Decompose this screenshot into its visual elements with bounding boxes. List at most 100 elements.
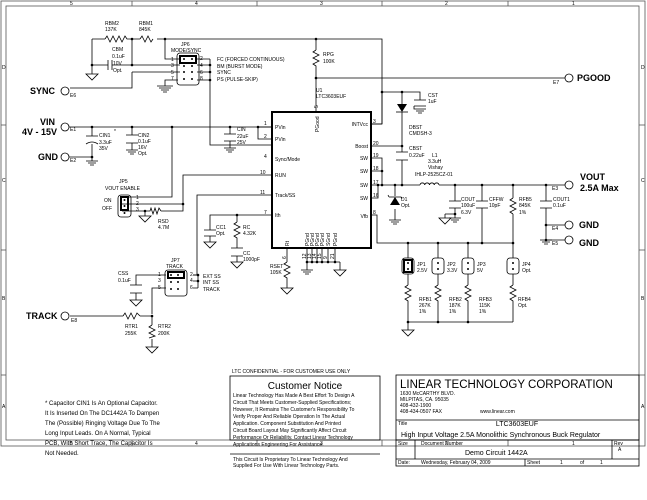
of-label: of <box>580 460 585 466</box>
cout-ref: COUT <box>461 197 475 203</box>
rtr1-resistor <box>122 312 141 320</box>
rtr2-ref: RTR2 <box>158 324 171 330</box>
jp6-ref: JP6 <box>181 42 190 48</box>
rfb3-resistor <box>464 284 472 305</box>
svg-text:Circuit That Meets Customer-Su: Circuit That Meets Customer-Supplied Spe… <box>233 400 351 406</box>
pin-number: 5 <box>158 285 161 291</box>
gnd-out2-pad[interactable] <box>564 235 574 245</box>
pin-name: Rt <box>285 240 291 246</box>
pin-number: 6 <box>282 256 288 259</box>
pin-number: 9 <box>323 256 329 259</box>
pin-name: Sync/Mode <box>275 157 300 163</box>
track-pad-ref: E8 <box>71 318 77 324</box>
address-line: 408-432-1900 <box>400 403 431 409</box>
jp5-header <box>117 194 132 218</box>
column-label: 3 <box>320 441 323 447</box>
jp5-ref: JP5 <box>119 179 128 185</box>
rfb2-value: 187K <box>449 303 461 309</box>
pin-number: 8 <box>373 210 376 216</box>
svg-text:This Circuit Is Proprietary To: This Circuit Is Proprietary To Linear Te… <box>233 457 348 463</box>
u1-right-pins: INTVcc 3 Boost 20 SW 19 SW 18 SW 17 SW 1… <box>352 119 379 220</box>
address-line: MILPITAS, CA. 95035 <box>400 397 449 403</box>
rpg-resistor <box>312 49 320 67</box>
pin-number: 2 <box>200 56 203 62</box>
cin-rating: 25V <box>237 140 247 146</box>
rfb4-resistor <box>509 284 517 305</box>
pin-number: 2 <box>264 134 267 140</box>
jp7-header <box>164 269 188 297</box>
row-label: B <box>641 296 645 302</box>
pgood-pad[interactable] <box>564 73 574 83</box>
row-label: C <box>2 178 6 184</box>
rset-ref: RSET <box>270 264 283 270</box>
cffw-value: 10pF <box>489 203 500 209</box>
ground-icon <box>126 149 138 155</box>
cin1-rating: 35V <box>99 146 109 152</box>
capacitors <box>85 60 552 294</box>
l1-ref: L1 <box>432 153 438 159</box>
rc-value: 4.32K <box>243 231 257 237</box>
gnd-out1-label: GND <box>579 220 600 230</box>
pin-number: 14 <box>312 253 318 259</box>
dbst-value: CMDSH-3 <box>409 131 432 137</box>
ground-icon <box>438 214 452 225</box>
footnote-line: * Capacitor CIN1 Is An Optional Capacito… <box>45 401 158 407</box>
cout-capacitor <box>449 200 461 209</box>
gnd-in-pad[interactable] <box>60 152 70 162</box>
column-label: 1 <box>572 441 575 447</box>
column-label: 5 <box>70 1 73 7</box>
pin-name: RUN <box>275 173 286 179</box>
cffw-capacitor <box>476 200 488 209</box>
pin-number: 5 <box>314 105 320 108</box>
pin-name: Ith <box>275 213 281 219</box>
rfb5-value: 845K <box>519 203 531 209</box>
ground-icon <box>449 217 461 223</box>
cbm-note: Opt. <box>113 68 122 74</box>
sync-pad[interactable] <box>60 86 70 96</box>
css-capacitor <box>130 284 142 294</box>
footnote-line: It Is Inserted On The DC1442A To Dampen <box>45 411 159 417</box>
row-label: D <box>641 65 645 71</box>
cin-ref: CIN <box>237 127 246 133</box>
jp1-ref: JP1 <box>417 262 426 268</box>
pin-number: 10 <box>260 170 266 176</box>
pin-number: 3 <box>158 278 161 284</box>
cbst-value: 0.22uF <box>409 153 425 159</box>
pin-number: 1 <box>264 121 267 127</box>
jp7-option-track: TRACK <box>203 287 221 293</box>
jp2-value: 3.3V <box>447 268 458 274</box>
pin-number: 12 <box>302 253 308 259</box>
jumpers <box>117 52 520 297</box>
cc1-capacitor <box>204 229 216 237</box>
turret-pads[interactable] <box>60 73 574 321</box>
confidential-note: LTC CONFIDENTIAL - FOR CUSTOMER USE ONLY <box>232 369 351 375</box>
rtr2-value: 200K <box>158 331 170 337</box>
cbm-capacitor <box>107 60 113 70</box>
rset-resistor <box>283 261 291 282</box>
rpg-ref: RPG <box>323 52 334 58</box>
rtr1-ref: RTR1 <box>125 324 138 330</box>
ground-icon <box>224 147 236 153</box>
rfb5-ref: RFB5 <box>519 197 532 203</box>
vin-pad[interactable] <box>60 122 70 132</box>
vout-pad[interactable] <box>564 180 574 190</box>
track-pad[interactable] <box>60 311 70 321</box>
notice-body: Linear Technology Has Made A Best Effort… <box>233 393 355 469</box>
row-label: A <box>641 404 645 410</box>
dbst-diode <box>396 98 408 113</box>
rsd-ref: RSD <box>158 219 169 225</box>
ground-icon <box>145 346 159 354</box>
gnd-out1-pad[interactable] <box>564 220 574 230</box>
pin-number: 20 <box>373 141 379 147</box>
row-label: B <box>2 296 6 302</box>
ground-icon <box>230 261 244 269</box>
rbm1-value: 845K <box>139 27 151 33</box>
pin-name: Vfb <box>360 214 368 220</box>
pin-number: 1 <box>158 272 161 278</box>
pin-name: PGnd <box>320 233 326 246</box>
cout-rating: 6.3V <box>461 210 472 216</box>
pin-name: PVin <box>275 125 286 131</box>
sheet-value: 1 <box>560 460 563 466</box>
pin-number: 11 <box>260 190 265 196</box>
